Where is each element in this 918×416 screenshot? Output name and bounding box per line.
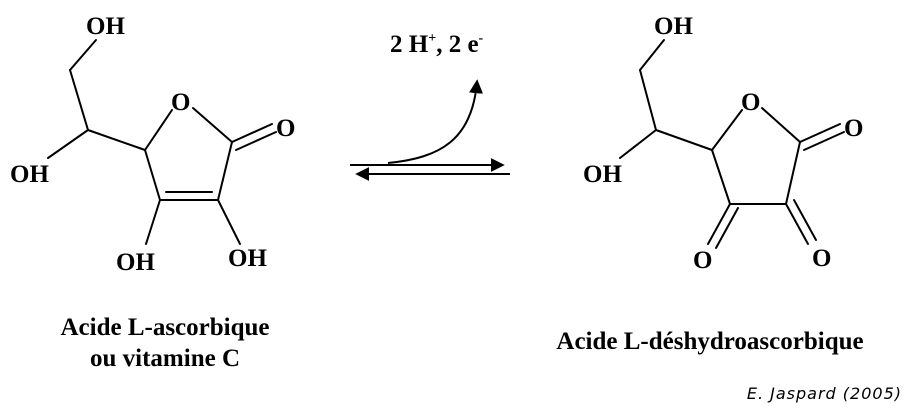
bond-c3-keto-double — [715, 207, 739, 249]
bond-ch-c4 — [655, 129, 713, 151]
dehydroascorbic-acid-atom-labels: OH OH O O O O — [583, 13, 863, 274]
caption-line-2: ou vitamine C — [90, 345, 240, 372]
bond-o1-c1 — [761, 107, 801, 143]
author-credit: E. Jaspard (2005) — [746, 384, 902, 403]
bond-c1-c2 — [785, 141, 801, 205]
dehydroascorbic-acid-structure — [619, 39, 845, 249]
protons-charge: + — [428, 31, 436, 46]
electrons-text: 2 e — [449, 31, 479, 58]
label-oh-top: OH — [654, 13, 693, 40]
reagents-label: 2 H+, 2 e- — [390, 31, 484, 58]
ascorbic-acid-structure — [47, 39, 277, 245]
dehydroascorbic-acid-caption: Acide L-déshydroascorbique — [556, 328, 864, 355]
bond-ch-oh — [47, 129, 89, 159]
label-keto-o-right: O — [812, 245, 831, 272]
bond-c2-keto — [785, 203, 809, 245]
bond-c4-o1 — [144, 109, 173, 151]
bond-c1-o-carbonyl-double — [803, 131, 845, 151]
bond-c4-o1 — [711, 109, 743, 151]
label-ring-o: O — [171, 89, 190, 116]
bond-ch-c4 — [87, 129, 146, 151]
bond-ch-oh — [619, 129, 657, 159]
bond-ch2-ch — [639, 69, 657, 131]
label-oh-bottom-right: OH — [228, 245, 267, 272]
bond-o1-c1 — [192, 107, 233, 143]
bond-c1-c2 — [217, 141, 233, 201]
label-carbonyl-o: O — [844, 115, 863, 142]
bond-c3-keto — [707, 203, 731, 245]
ascorbic-acid-atom-labels: OH OH O O OH OH — [10, 13, 295, 276]
curved-release-arrow — [387, 79, 484, 164]
bond-c2-oh — [217, 199, 241, 245]
caption-line-1: Acide L-ascorbique — [60, 314, 270, 341]
label-oh-left: OH — [583, 161, 622, 188]
label-ring-o: O — [741, 89, 760, 116]
label-oh-bottom-left: OH — [116, 249, 155, 276]
electrons-charge: - — [479, 31, 484, 46]
label-oh-left: OH — [10, 161, 49, 188]
bond-c1-o-carbonyl — [799, 123, 841, 143]
bond-ch2-ch — [69, 69, 89, 131]
bond-c3-oh — [145, 199, 161, 245]
bond-c3-c4 — [144, 149, 161, 201]
bond-c1-o-carbonyl — [231, 123, 273, 143]
bond-c2-keto-double — [793, 199, 817, 241]
label-carbonyl-o: O — [276, 115, 295, 142]
label-oh-top: OH — [86, 13, 125, 40]
equilibrium-arrows — [350, 79, 510, 181]
bond-oh-ch2 — [69, 39, 97, 71]
bond-c3-c4 — [711, 149, 731, 205]
bond-c1-o-carbonyl-double — [235, 131, 277, 151]
bond-oh-ch2 — [639, 39, 665, 71]
label-keto-o-left: O — [693, 247, 712, 274]
ascorbic-acid-caption: Acide L-ascorbique ou vitamine C — [10, 312, 320, 374]
protons-text: 2 H — [390, 31, 429, 58]
reagents-separator: , — [436, 31, 449, 58]
